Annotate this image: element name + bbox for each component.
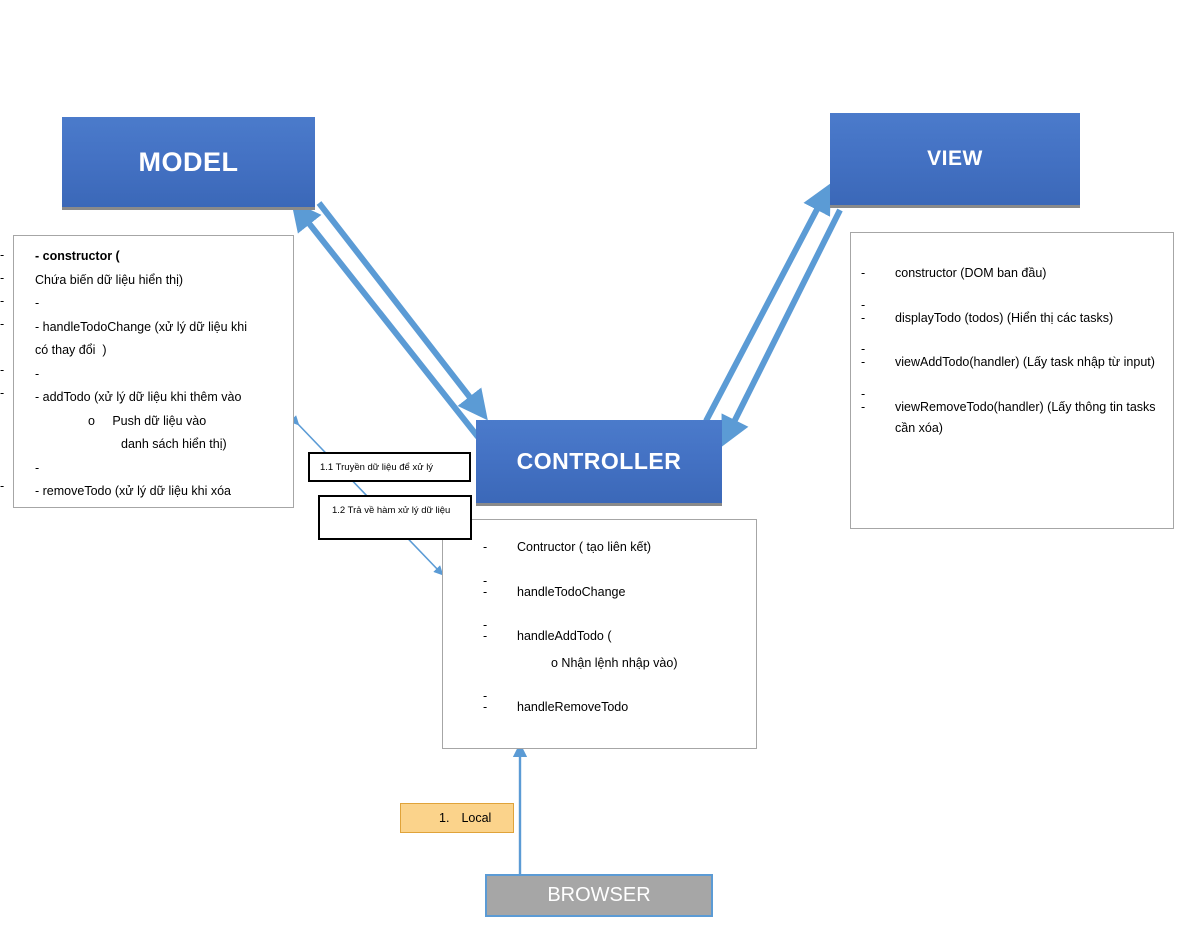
view-method-list: - constructor (DOM ban đầu) - - displayT… (861, 263, 1171, 450)
outer-dash: - (0, 248, 5, 262)
list-item: - handleTodoChange (483, 582, 753, 604)
arrow-controller-to-model (291, 200, 481, 439)
controller-method: handleRemoveTodo (517, 700, 629, 714)
view-method: constructor (DOM ban đầu) (895, 266, 1047, 280)
dash-bullet: - (483, 700, 488, 714)
arrow-view-to-controller (721, 208, 843, 447)
list-item: - (861, 384, 1171, 401)
list-item: - (483, 615, 753, 632)
view-box[interactable]: VIEW (830, 113, 1080, 208)
dash-bullet: - (483, 584, 488, 599)
dash-bullet: - (861, 342, 866, 356)
model-line: - removeTodo (xử lý dữ liệu khi xóa (35, 484, 231, 498)
model-line: - addTodo (xử lý dữ liệu khi thêm vào (35, 390, 242, 404)
view-method: displayTodo (todos) (Hiển thị các tasks) (895, 310, 1114, 325)
view-detail-box: - constructor (DOM ban đầu) - - displayT… (850, 232, 1174, 529)
list-item: - (861, 295, 1171, 312)
model-outer-dashes: - - - - - - - (0, 244, 14, 498)
outer-dash: - (0, 363, 5, 377)
controller-method: Contructor ( tạo liên kết) (517, 540, 652, 554)
outer-dash: - (0, 479, 5, 493)
model-line: danh sách hiển thị) (121, 437, 227, 451)
model-line: có thay đổi ) (35, 343, 107, 357)
dash-bullet: - (861, 310, 866, 325)
dash-bullet: - (861, 355, 866, 369)
dash-bullet: - (483, 689, 488, 703)
model-line: o Push dữ liệu vào (88, 413, 207, 428)
controller-detail-box: - Contructor ( tạo liên kết) - - handleT… (442, 519, 757, 749)
model-line: - (35, 460, 40, 475)
local-label: Local (461, 811, 492, 825)
controller-method: handleTodoChange (517, 584, 626, 599)
dash-bullet: - (483, 573, 488, 588)
dash-bullet: - (861, 386, 866, 401)
list-item: - handleAddTodo ( o Nhận lệnh nhập vào) (483, 626, 753, 674)
outer-dash: - (0, 294, 5, 308)
list-item: - (483, 571, 753, 588)
model-line: - (35, 366, 40, 381)
dash-bullet: - (483, 629, 488, 643)
callout-step-1-1: 1.1 Truyền dữ liệu để xử lý (308, 452, 471, 482)
controller-method-list: - Contructor ( tạo liên kết) - - handleT… (483, 537, 753, 731)
controller-submethod: o Nhận lệnh nhập vào) (551, 655, 678, 670)
model-method-list: - constructor ( Chứa biến dữ liệu hiển t… (35, 245, 295, 504)
list-item: - handleRemoveTodo (483, 697, 753, 719)
outer-dash: - (0, 386, 5, 400)
list-item: - viewRemoveTodo(handler) (Lấy thông tin… (861, 397, 1171, 440)
model-detail-box: - constructor ( Chứa biến dữ liệu hiển t… (13, 235, 294, 508)
model-box[interactable]: MODEL (62, 117, 315, 210)
list-item: - viewAddTodo(handler) (Lấy task nhập từ… (861, 352, 1171, 374)
view-title: VIEW (927, 147, 983, 170)
list-item: - displayTodo (todos) (Hiển thị các task… (861, 308, 1171, 330)
callout-step-1-2: 1.2 Trả về hàm xử lý dữ liệu (318, 495, 472, 540)
outer-dash: - (0, 271, 5, 285)
dash-bullet: - (861, 297, 866, 312)
arrow-model-to-controller (316, 201, 488, 421)
browser-box[interactable]: BROWSER (485, 874, 713, 917)
controller-box[interactable]: CONTROLLER (476, 420, 722, 506)
browser-title: BROWSER (547, 884, 651, 906)
dash-bullet: - (483, 540, 488, 554)
model-line: Chứa biến dữ liệu hiển thị) (35, 272, 184, 287)
model-line: - constructor ( (35, 249, 120, 263)
controller-method: handleAddTodo ( (517, 629, 612, 643)
local-number: 1. (439, 811, 450, 825)
dash-bullet: - (483, 618, 488, 632)
local-box[interactable]: 1. Local (400, 803, 514, 833)
view-method: viewRemoveTodo(handler) (Lấy thông tin t… (895, 399, 1156, 436)
outer-dash: - (0, 317, 5, 331)
dash-bullet: - (861, 399, 866, 414)
model-line: - handleTodoChange (xử lý dữ liệu khi (35, 319, 247, 334)
list-item: - Contructor ( tạo liên kết) (483, 537, 753, 559)
dash-bullet: - (861, 266, 866, 280)
callout-step-1-1-text: 1.1 Truyền dữ liệu để xử lý (320, 462, 434, 473)
list-item: - (861, 339, 1171, 356)
controller-title: CONTROLLER (516, 448, 682, 474)
model-title: MODEL (138, 146, 239, 177)
list-item: - (483, 686, 753, 703)
arrow-controller-to-view (703, 183, 831, 423)
view-method: viewAddTodo(handler) (Lấy task nhập từ i… (895, 355, 1155, 369)
model-line: - (35, 296, 40, 310)
list-item: - constructor (DOM ban đầu) (861, 263, 1171, 285)
callout-step-1-2-text: 1.2 Trả về hàm xử lý dữ liệu (332, 505, 451, 516)
